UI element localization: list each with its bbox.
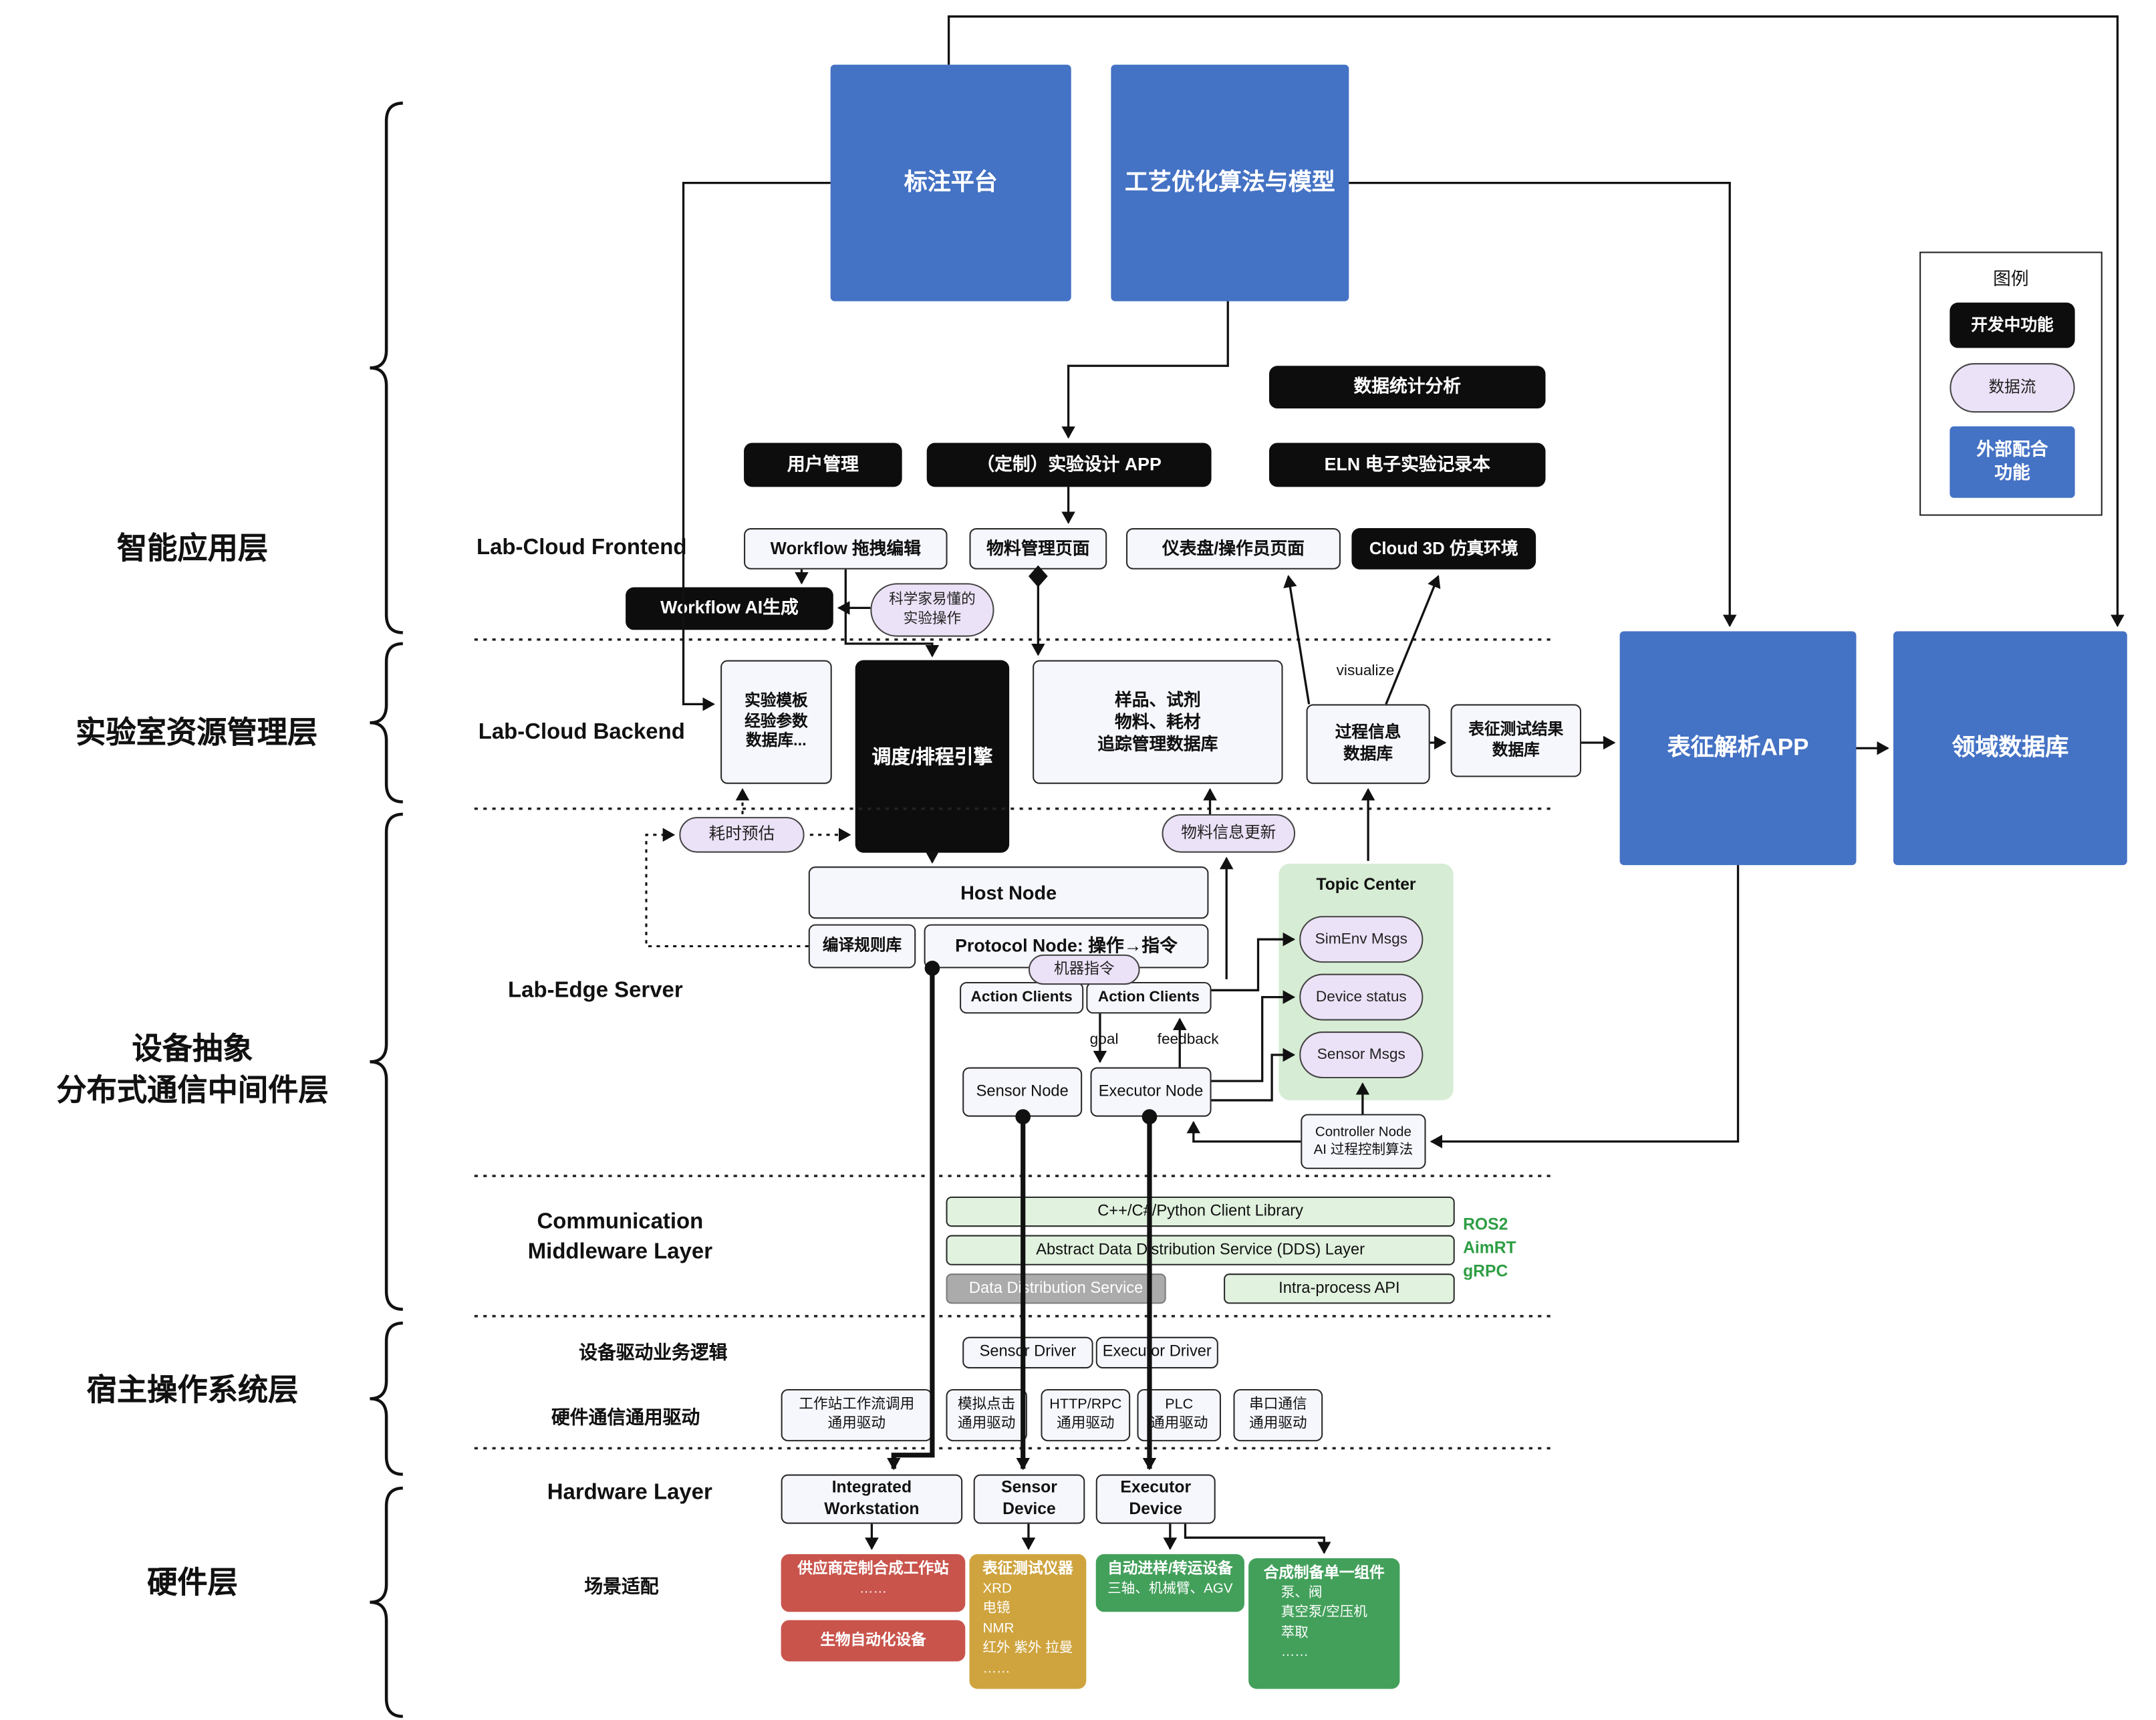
node-characterization-result-db: 表征测试结果 数据库 [1450, 704, 1582, 777]
topic-center-title: Topic Center [1316, 874, 1416, 894]
node-sample-material-db: 样品、试剂 物料、耗材 追踪管理数据库 [1033, 660, 1283, 784]
label-middleware-stack: ROS2 AimRT gRPC [1463, 1214, 1516, 1280]
node-eln: ELN 电子实验记录本 [1268, 443, 1546, 487]
legend-dataflow: 数据流 [1949, 363, 2075, 413]
node-workflow-ai-gen: Workflow AI生成 [626, 587, 833, 630]
label-device-driver-logic: 设备驱动业务逻辑 [579, 1342, 728, 1363]
node-executor-device: Executor Device [1095, 1474, 1216, 1524]
node-dashboard-page: 仪表盘/操作员页面 [1126, 528, 1341, 570]
node-domain-database: 领域数据库 [1893, 631, 2127, 866]
node-executor-driver: Executor Driver [1095, 1336, 1218, 1369]
node-data-distribution-service: Data Distribution Service [946, 1273, 1166, 1304]
layer-label-intelligent-application: 智能应用层 [116, 531, 269, 566]
node-vendor-workstation: 供应商定制合成工作站 …… [781, 1554, 966, 1612]
node-cloud-3d-sim: Cloud 3D 仿真环境 [1351, 528, 1536, 570]
transfer-devices-title: 自动进样/转运设备 [1107, 1561, 1233, 1578]
section-label-communication-middleware: Communication Middleware Layer [527, 1210, 713, 1263]
node-controller-node: Controller Node AI 过程控制算法 [1301, 1114, 1426, 1169]
node-sensor-driver: Sensor Driver [962, 1336, 1093, 1369]
node-characterization-instruments: 表征测试仪器 XRD 电镜 NMR 红外 紫外 拉曼 …… [969, 1554, 1087, 1689]
node-bio-automation: 生物自动化设备 [781, 1620, 966, 1662]
dataflow-device-status: Device status [1299, 973, 1424, 1021]
node-executor-node: Executor Node [1090, 1067, 1212, 1117]
node-driver-simulated-click: 模拟点击 通用驱动 [946, 1388, 1027, 1442]
label-feedback: feedback [1157, 1031, 1219, 1048]
characterization-instruments-title: 表征测试仪器 [982, 1561, 1073, 1578]
section-label-lab-cloud-frontend: Lab-Cloud Frontend [477, 536, 687, 560]
dataflow-material-update: 物料信息更新 [1162, 814, 1296, 853]
node-driver-http-rpc: HTTP/RPC 通用驱动 [1041, 1388, 1131, 1442]
node-intra-process-api: Intra-process API [1224, 1273, 1455, 1304]
node-process-optimization: 工艺优化算法与模型 [1111, 64, 1349, 301]
synthesis-components-body: 泵、阀 真空泵/空压机 萃取 …… [1281, 1585, 1367, 1661]
vendor-workstation-title: 供应商定制合成工作站 [797, 1561, 949, 1578]
node-sensor-device: Sensor Device [973, 1474, 1085, 1524]
label-goal: goal [1089, 1031, 1119, 1048]
legend-external-feature: 外部配合 功能 [1949, 426, 2075, 498]
dataflow-simenv-msgs: SimEnv Msgs [1299, 916, 1424, 963]
node-material-page: 物料管理页面 [969, 528, 1107, 570]
legend-developing-feature: 开发中功能 [1949, 302, 2075, 348]
section-label-lab-edge-server: Lab-Edge Server [508, 979, 683, 1003]
vendor-workstation-body: …… [859, 1581, 888, 1597]
dataflow-machine-command: 机器指令 [1028, 954, 1140, 985]
node-client-library: C++/C#/Python Client Library [946, 1196, 1455, 1227]
label-hw-generic-driver: 硬件通信通用驱动 [551, 1406, 700, 1428]
node-process-info-db: 过程信息 数据库 [1306, 704, 1430, 784]
node-driver-serial: 串口通信 通用驱动 [1233, 1388, 1323, 1442]
node-sensor-node: Sensor Node [962, 1067, 1083, 1117]
node-compile-rules-lib: 编译规则库 [808, 924, 916, 969]
node-data-statistics: 数据统计分析 [1268, 366, 1546, 409]
label-visualize: visualize [1336, 662, 1395, 680]
node-user-management: 用户管理 [744, 443, 902, 487]
section-label-hardware-layer: Hardware Layer [547, 1481, 712, 1505]
legend-title: 图例 [1993, 268, 2029, 289]
node-scheduler-engine: 调度/排程引擎 [855, 660, 1010, 853]
node-annotation-platform: 标注平台 [830, 64, 1071, 301]
dataflow-scientist-friendly-ops: 科学家易懂的 实验操作 [870, 583, 994, 637]
node-transfer-devices: 自动进样/转运设备 三轴、机械臂、AGV [1095, 1554, 1244, 1612]
layer-label-hardware: 硬件层 [147, 1565, 238, 1600]
layer-braces [370, 102, 403, 1718]
section-label-lab-cloud-backend: Lab-Cloud Backend [478, 721, 685, 745]
legend: 图例 开发中功能 数据流 外部配合 功能 [1919, 251, 2103, 516]
transfer-devices-body: 三轴、机械臂、AGV [1107, 1581, 1233, 1597]
node-driver-plc: PLC 通用驱动 [1137, 1388, 1221, 1442]
node-action-clients-1: Action Clients [960, 981, 1084, 1014]
characterization-instruments-body: XRD 电镜 NMR 红外 紫外 拉曼 …… [982, 1581, 1073, 1677]
node-custom-design-app: （定制）实验设计 APP [926, 443, 1212, 487]
node-synthesis-components: 合成制备单一组件 泵、阀 真空泵/空压机 萃取 …… [1248, 1558, 1400, 1689]
synthesis-components-title: 合成制备单一组件 [1263, 1565, 1385, 1582]
node-action-clients-2: Action Clients [1086, 981, 1212, 1014]
node-workflow-editor: Workflow 拖拽编辑 [744, 528, 948, 570]
node-integrated-workstation: Integrated Workstation [781, 1474, 963, 1524]
node-characterization-app: 表征解析APP [1619, 631, 1857, 866]
layer-label-host-os: 宿主操作系统层 [86, 1372, 299, 1407]
node-dds-abstract-layer: Abstract Data Distribution Service (DDS)… [946, 1235, 1455, 1265]
dataflow-time-estimate: 耗时预估 [679, 817, 805, 853]
dataflow-sensor-msgs: Sensor Msgs [1299, 1031, 1424, 1079]
node-topic-center: Topic Center SimEnv Msgs Device status S… [1278, 864, 1454, 1100]
label-scene-adaptation: 场景适配 [584, 1576, 659, 1597]
node-host-node: Host Node [808, 866, 1209, 919]
layer-label-lab-resource: 实验室资源管理层 [76, 715, 318, 750]
node-driver-workstation-workflow: 工作站工作流调用 通用驱动 [781, 1388, 932, 1442]
layer-label-middleware: 设备抽象 分布式通信中间件层 [56, 1031, 329, 1107]
node-experiment-template-db: 实验模板 经验参数 数据库... [720, 660, 832, 784]
